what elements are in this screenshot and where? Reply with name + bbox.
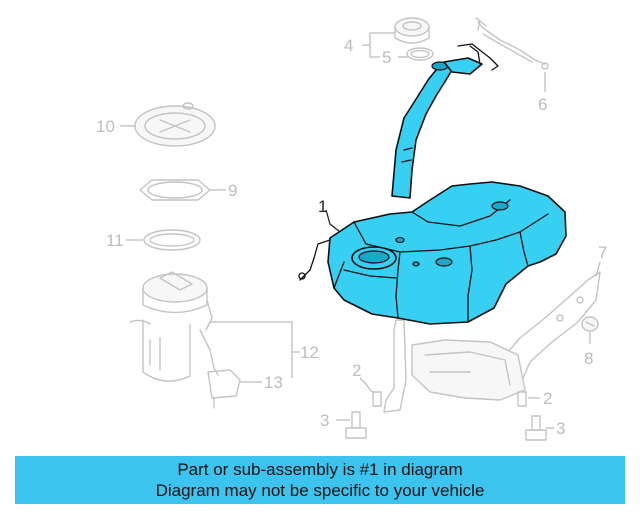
callout-5: 5 (382, 48, 391, 67)
callout-9: 9 (228, 181, 237, 200)
banner-line-2: Diagram may not be specific to your vehi… (155, 481, 485, 500)
gasket-part[interactable] (143, 229, 201, 251)
left-strap-part[interactable] (383, 319, 407, 413)
callout-7: 7 (598, 243, 607, 262)
callout-2-left: 2 (352, 361, 361, 380)
pump-module-part[interactable] (129, 271, 219, 382)
callout-6: 6 (538, 95, 547, 114)
leader-12 (210, 321, 300, 378)
callout-13: 13 (264, 373, 283, 392)
callout-3-left: 3 (320, 411, 329, 430)
callout-8: 8 (584, 349, 593, 368)
nut-part-left[interactable] (372, 391, 382, 407)
strap-part[interactable] (475, 17, 549, 70)
parts-diagram: 4 5 6 10 9 11 (96, 17, 607, 441)
leader-4 (362, 32, 395, 58)
bolt-part-right[interactable] (525, 415, 547, 441)
fuel-cap-part[interactable] (394, 17, 430, 44)
cover-part[interactable] (134, 102, 216, 147)
sensor-part[interactable] (207, 369, 241, 409)
callout-2-right: 2 (543, 389, 552, 408)
callout-3-right: 3 (556, 419, 565, 438)
info-banner: Part or sub-assembly is #1 in diagram Di… (15, 456, 625, 504)
callout-12: 12 (300, 343, 319, 362)
nut-part-right[interactable] (517, 391, 527, 407)
callout-4: 4 (344, 36, 353, 55)
callout-11: 11 (106, 231, 124, 250)
leader-1 (325, 209, 341, 233)
grommet-part[interactable] (581, 316, 599, 332)
bolt-part-left[interactable] (345, 411, 367, 439)
leader-7 (595, 261, 601, 277)
callout-10: 10 (96, 117, 115, 136)
banner-line-1: Part or sub-assembly is #1 in diagram (177, 460, 463, 479)
leader-2-left (359, 377, 373, 393)
heat-shield-part[interactable] (411, 339, 526, 401)
lock-ring-part[interactable] (139, 179, 211, 201)
callout-1: 1 (318, 197, 327, 216)
fuel-tank-part[interactable] (298, 43, 567, 325)
seal-ring-part[interactable] (406, 47, 434, 61)
